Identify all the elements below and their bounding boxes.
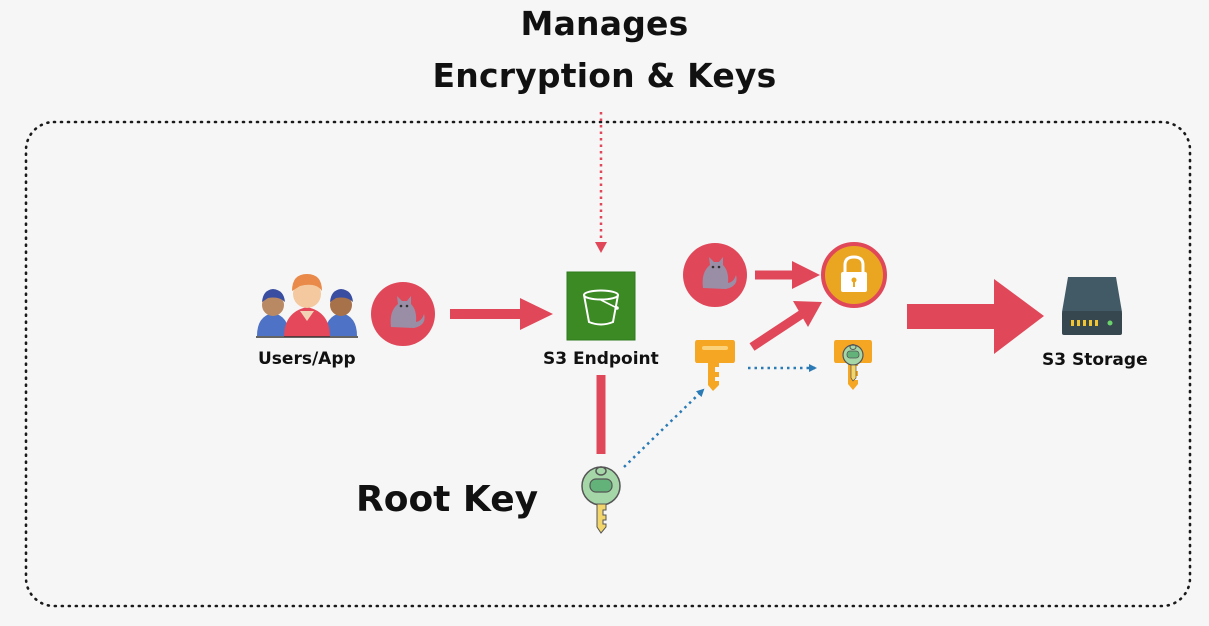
s3-endpoint-label: S3 Endpoint [543, 349, 659, 369]
s3-storage-label: S3 Storage [1042, 350, 1148, 370]
cat-plaintext-icon [683, 243, 747, 307]
title-line-1: Manages [520, 4, 689, 43]
title-line-2: Encryption & Keys [432, 56, 777, 95]
root-key-label: Root Key [356, 479, 539, 520]
data-key-icon [695, 340, 735, 391]
cat-to-lock-arrow [755, 261, 820, 289]
management-dotted-arrow [595, 112, 607, 253]
store-arrow [907, 279, 1044, 354]
s3-bucket-icon [566, 271, 636, 341]
boundary-box [24, 120, 1192, 608]
upload-arrow [450, 298, 553, 330]
users-app-label: Users/App [258, 349, 356, 369]
padlock-icon [821, 242, 887, 308]
key-to-lock-arrow [749, 301, 822, 351]
cat-data-icon [371, 282, 435, 346]
encrypted-key-icon [834, 340, 872, 390]
root-to-datakey-dotted-arrow [623, 388, 705, 468]
root-key-icon [581, 466, 621, 534]
users-group-icon [256, 274, 358, 338]
storage-drive-icon [1062, 277, 1122, 335]
